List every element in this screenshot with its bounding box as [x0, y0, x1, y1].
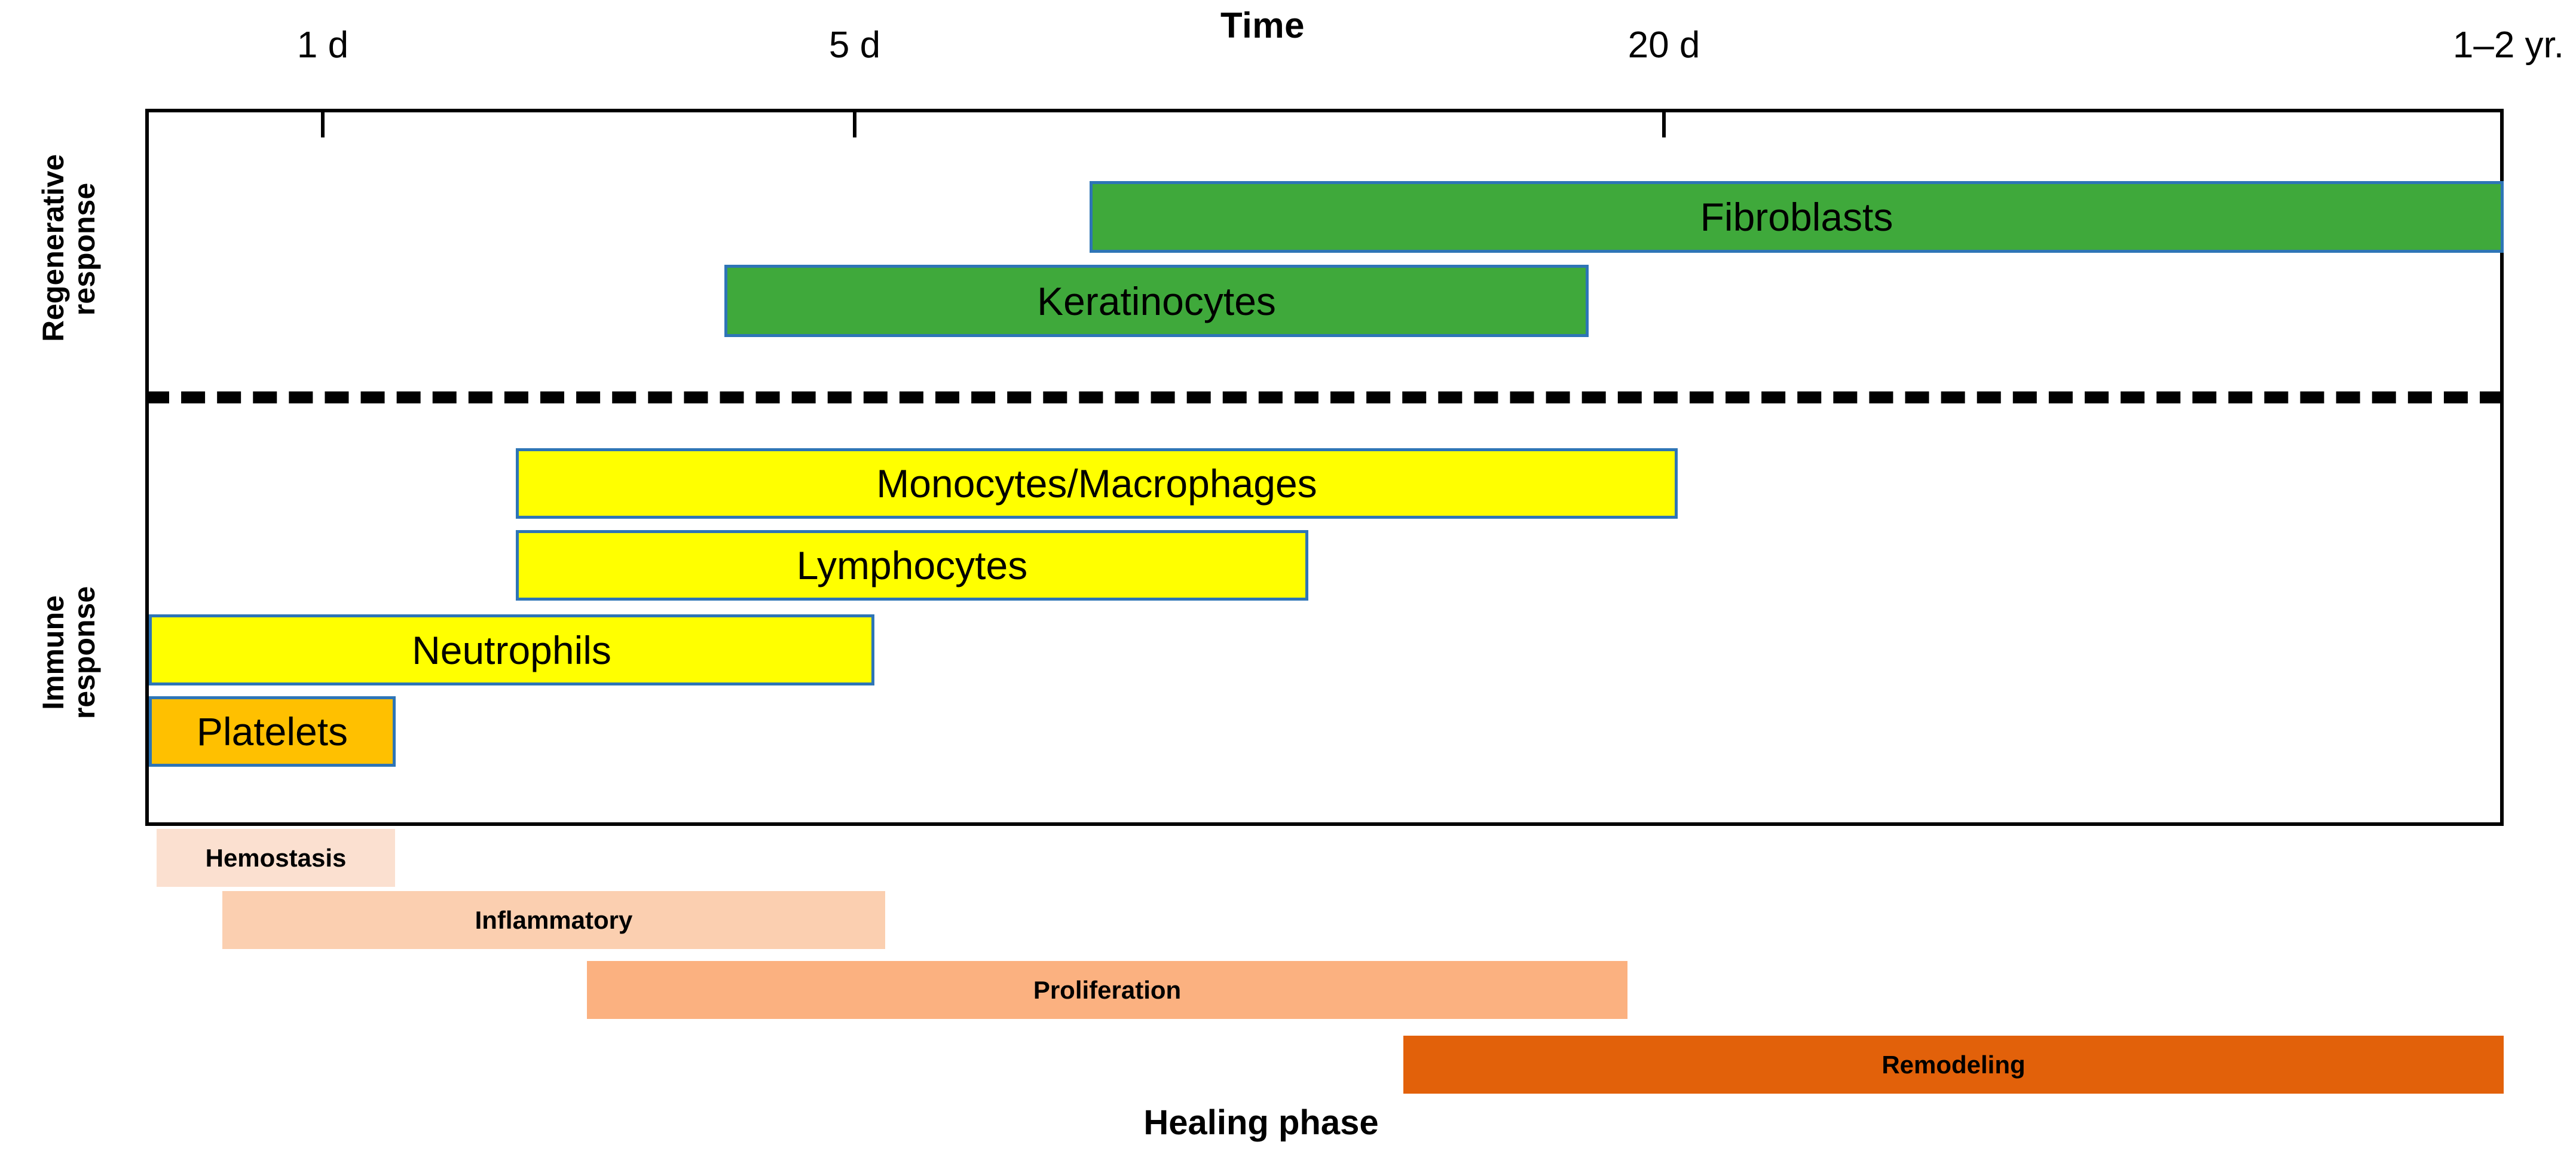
- bar-fibroblasts[interactable]: Fibroblasts: [1090, 181, 2504, 253]
- response-divider-dashed-line: [145, 391, 2504, 403]
- bar-monocytes-macrophages[interactable]: Monocytes/Macrophages: [516, 448, 1678, 519]
- bar-platelets[interactable]: Platelets: [149, 696, 396, 767]
- bar-label-fibroblasts: Fibroblasts: [1700, 195, 1893, 239]
- bar-keratinocytes[interactable]: Keratinocytes: [724, 265, 1589, 337]
- side-label-regenerative-line2: response: [68, 182, 101, 316]
- side-label-regenerative-line1: Regenerative: [36, 154, 70, 342]
- bar-label-neutrophils: Neutrophils: [412, 628, 611, 672]
- side-label-immune-response: Immune response: [36, 560, 101, 745]
- side-label-regenerative-response: Regenerative response: [36, 154, 101, 342]
- phase-label-remodeling: Remodeling: [1881, 1050, 2026, 1079]
- bar-neutrophils[interactable]: Neutrophils: [149, 614, 874, 685]
- phase-bar-inflammatory[interactable]: Inflammatory: [222, 891, 885, 949]
- bar-label-keratinocytes: Keratinocytes: [1037, 278, 1276, 323]
- healing-phase-axis-title: Healing phase: [1143, 1103, 1379, 1142]
- phase-label-inflammatory: Inflammatory: [475, 905, 633, 934]
- phase-bar-hemostasis[interactable]: Hemostasis: [157, 829, 395, 887]
- time-axis-title: Time: [1220, 5, 1305, 45]
- tick-label-5d: 5 d: [828, 25, 881, 66]
- side-label-immune-line1: Immune: [36, 595, 70, 710]
- tick-label-1-2yr: 1–2 yr.: [2452, 25, 2564, 66]
- bar-label-platelets: Platelets: [196, 709, 348, 754]
- phase-bar-proliferation[interactable]: Proliferation: [587, 961, 1627, 1019]
- bar-lymphocytes[interactable]: Lymphocytes: [516, 530, 1308, 601]
- phase-bar-remodeling[interactable]: Remodeling: [1403, 1036, 2504, 1094]
- phase-label-proliferation: Proliferation: [1033, 975, 1182, 1004]
- tick-mark-1d: [321, 109, 325, 137]
- side-label-immune-line2: response: [68, 586, 101, 720]
- tick-mark-5d: [853, 109, 856, 137]
- bar-label-monocytes-macrophages: Monocytes/Macrophages: [876, 461, 1317, 506]
- tick-label-1d: 1 d: [296, 25, 349, 66]
- phase-label-hemostasis: Hemostasis: [205, 843, 347, 872]
- tick-label-20d: 20 d: [1627, 25, 1700, 66]
- bar-label-lymphocytes: Lymphocytes: [796, 543, 1028, 587]
- tick-mark-20d: [1662, 109, 1666, 137]
